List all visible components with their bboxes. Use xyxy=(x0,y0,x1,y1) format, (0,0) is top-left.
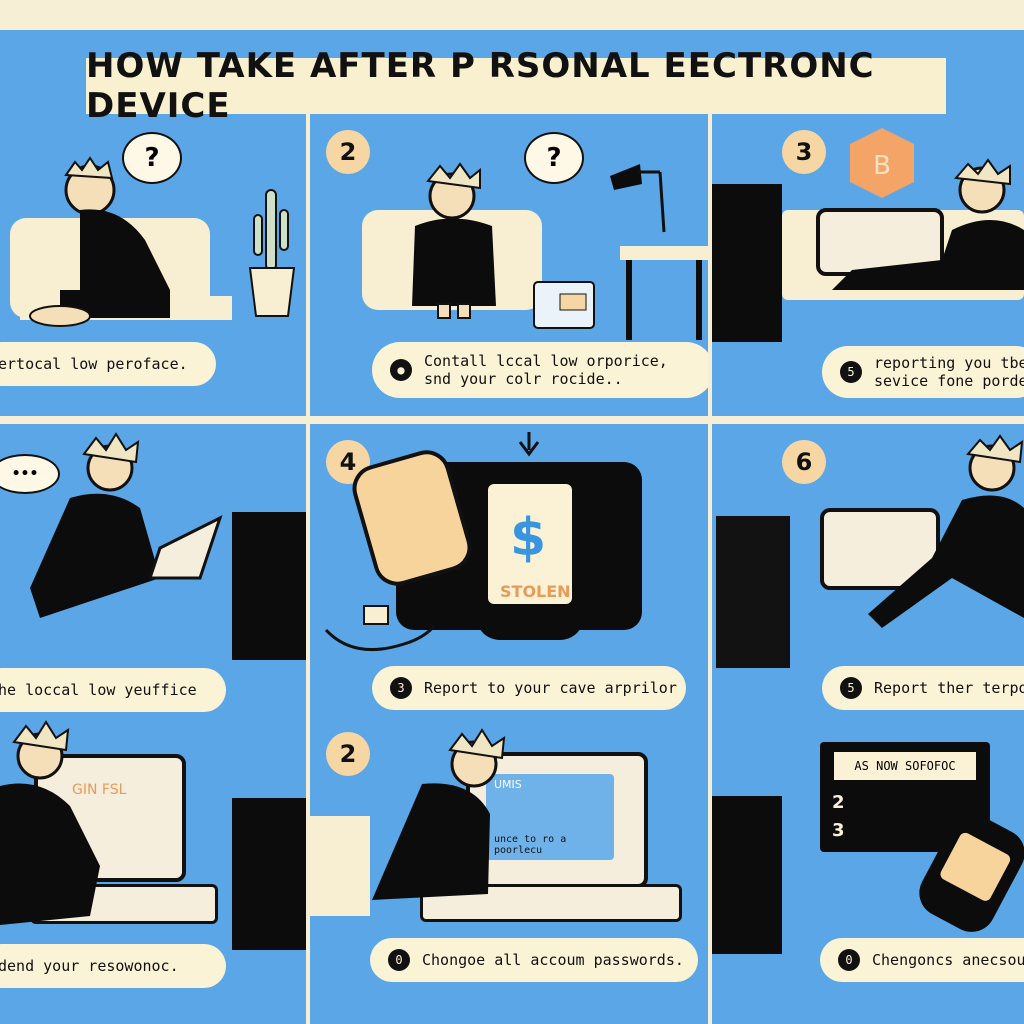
divider xyxy=(306,110,310,1024)
thought-bubble: ••• xyxy=(0,454,60,494)
step-caption: 0 Chongoe all accoum passwords. xyxy=(370,938,698,982)
monitor: AS NOW SOFOFOC 2 3 xyxy=(820,742,990,852)
screen-text: unce to ro a poorlecu xyxy=(494,834,567,856)
laptop-keyboard xyxy=(420,884,682,922)
computer-tower xyxy=(716,516,790,668)
caption-line: Contall lccal low orporice, xyxy=(424,352,668,370)
caption-text: Report ther terponor xyxy=(874,679,1024,697)
step-caption: 5 reporting you tbeft sevice fone pordes… xyxy=(822,346,1024,398)
panel-9: AS NOW SOFOFOC 2 3 0 Chengoncs anecsou xyxy=(712,724,1024,1024)
panel-5: 4 $ STOLEN 3 Report to your cave arprilo… xyxy=(310,428,708,716)
badge-icon: B xyxy=(850,128,914,198)
step-caption: ertocal low peroface. xyxy=(0,342,216,386)
svg-text:B: B xyxy=(873,151,891,181)
page-title: HOW TAKE AFTER P RSONAL EECTRONC DEVICE xyxy=(86,46,946,126)
step-caption: dend your resowonoc. xyxy=(0,944,226,988)
step-caption: 3 Report to your cave arprilor xyxy=(372,666,686,710)
router-icon xyxy=(533,281,595,329)
step-caption: he loccal low yeuffice xyxy=(0,668,226,712)
caption-line: snd your colr rocide.. xyxy=(424,370,623,388)
list-number: 3 xyxy=(832,820,845,841)
step-caption: 5 Report ther terponor xyxy=(822,666,1024,710)
step-caption: 0 Chengoncs anecsou xyxy=(820,938,1024,982)
caption-line: sevice fone pordes... xyxy=(874,372,1024,390)
person-figure xyxy=(372,728,506,900)
divider xyxy=(0,416,1024,424)
caption-text: Chongoe all accoum passwords. xyxy=(422,951,684,969)
top-band xyxy=(0,0,1024,30)
bullet-icon: 0 xyxy=(388,949,410,971)
panel-6: 6 5 Report ther terponor xyxy=(712,428,1024,716)
arrow-down-icon xyxy=(518,432,540,457)
step-caption: ● Contall lccal low orporice, snd your c… xyxy=(372,342,708,398)
computer-tower xyxy=(712,796,782,954)
person-figure xyxy=(868,434,1024,628)
smartphone xyxy=(476,462,584,640)
phone-screen xyxy=(488,484,572,604)
panel-8: 2 UMIS unce to ro a poorlecu 0 Chongoe a… xyxy=(310,724,708,1024)
screen-panel: UMIS unce to ro a poorlecu xyxy=(486,774,614,860)
table-leg xyxy=(626,260,632,340)
question-bubble: ? xyxy=(524,132,584,184)
step-number-badge: 6 xyxy=(782,440,826,484)
panel-1: ? ertocal low peroface. xyxy=(0,120,306,416)
step-number-badge: 2 xyxy=(326,130,370,174)
list-number: 2 xyxy=(832,792,845,813)
dollar-icon: $ xyxy=(510,508,547,568)
panel-7: GIN FSL dend your resowonoc. xyxy=(0,716,306,1024)
bullet-icon: 3 xyxy=(390,677,412,699)
caption-text: dend your resowonoc. xyxy=(0,957,179,975)
caption-text: he loccal low yeuffice xyxy=(0,681,197,699)
caption-text: ertocal low peroface. xyxy=(0,355,188,373)
panel-3: 3 B 5 reporting you tbeft sevice fone po… xyxy=(712,120,1024,416)
bullet-icon: 5 xyxy=(840,677,862,699)
caption-text: Chengoncs anecsou xyxy=(872,951,1024,969)
divider xyxy=(708,110,712,1024)
person-figure xyxy=(29,156,170,327)
side-table xyxy=(620,246,708,260)
step-number-badge: 2 xyxy=(326,732,370,776)
screen-text: GIN FSL xyxy=(72,782,127,798)
computer-tower xyxy=(712,184,782,342)
bullet-icon: ● xyxy=(390,359,412,381)
person-figure xyxy=(0,720,100,925)
table-leg xyxy=(696,260,702,340)
phone-screen xyxy=(938,830,1013,903)
caption-line: reporting you tbeft xyxy=(874,354,1024,372)
sofa xyxy=(310,816,370,916)
bullet-icon: 0 xyxy=(838,949,860,971)
computer-tower xyxy=(232,798,306,950)
bullet-icon: 5 xyxy=(840,361,862,383)
question-bubble: ? xyxy=(122,132,182,184)
step-number-badge: 3 xyxy=(782,130,826,174)
computer-tower xyxy=(232,512,306,660)
laptop-screen: UMIS unce to ro a poorlecu xyxy=(466,752,648,888)
cactus-plant xyxy=(248,189,296,317)
caption-text-wrap: reporting you tbeft sevice fone pordes..… xyxy=(874,354,1024,390)
monitor-title: AS NOW SOFOFOC xyxy=(834,752,976,780)
person-figure xyxy=(30,432,223,618)
caption-text-wrap: Contall lccal low orporice, snd your col… xyxy=(424,352,668,388)
caption-text: Report to your cave arprilor xyxy=(424,679,677,697)
screen-label: UMIS xyxy=(494,778,522,791)
person-figure xyxy=(412,162,496,319)
panel-2: 2 ? ● Contall lccal low orporice, snd yo… xyxy=(310,120,708,416)
cable-icon xyxy=(324,605,436,651)
stolen-label: STOLEN xyxy=(500,582,571,601)
person-figure xyxy=(832,158,1024,290)
desk-lamp-icon xyxy=(610,164,666,233)
panel-4: ••• he loccal low yeuffice xyxy=(0,428,306,716)
